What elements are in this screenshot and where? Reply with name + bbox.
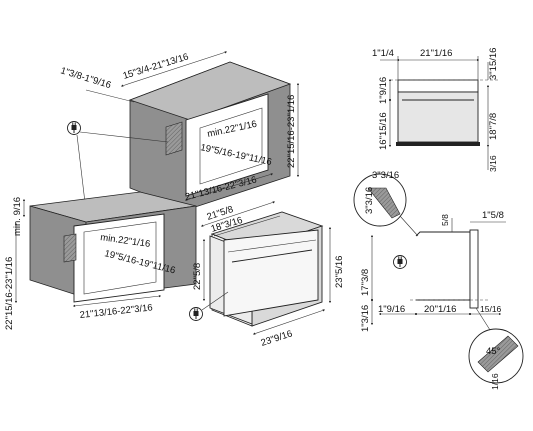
electric-plug-icon: [393, 255, 407, 269]
fv-front-height-label: 16"15/16: [378, 112, 389, 150]
column-niche-opening: [185, 93, 269, 197]
plug-leader-top: [79, 131, 169, 143]
oven-height-left-label: 22"5/8: [192, 263, 203, 290]
counter-vent-area: [63, 233, 77, 263]
counter-niche-inner: [83, 221, 157, 295]
electric-plug-icon: [189, 307, 203, 321]
side-detail-a-label: 3"3/16: [372, 170, 399, 181]
side-top-small-label: 5/8: [440, 214, 450, 226]
counter-niche-opening: [73, 213, 165, 303]
oven-height-right-label: 23"5/16: [334, 256, 345, 288]
oven-control-line: [227, 239, 317, 253]
detail-bottom-part: [477, 335, 519, 373]
side-bottom-left-label: 1"9/16: [378, 304, 405, 315]
side-profile: [415, 231, 471, 301]
fv-left-offset-label: 1"1/4: [372, 48, 394, 59]
side-bottom-height-label: 1"3/16: [360, 305, 371, 332]
oven-handle: [231, 249, 313, 263]
detail-top-part: [367, 187, 401, 219]
oven-depth-line: [252, 309, 326, 335]
fv-total-height-label: 18"7/8: [488, 113, 499, 140]
side-bottom-width-label: 20"1/16: [424, 304, 456, 315]
counter-height-label: 22"15/16-23"1/16: [4, 257, 15, 330]
column-depth-line: [85, 89, 135, 103]
oven-inner-width-line: [213, 215, 281, 237]
column-depth-label: 1"3/8-1"9/16: [59, 65, 112, 91]
column-niche-inner: [199, 107, 263, 185]
electric-plug-icon: [67, 121, 81, 135]
front-view: 1"1/4 21"1/16 3"15/16 1"9/16 16"15/16 18…: [372, 48, 500, 172]
column-niche: 15"3/4-21"13/16 1"3/8-1"9/16 22"15/16-23…: [59, 51, 300, 211]
side-right-offset-label: 1"5/8: [482, 210, 504, 221]
front-view-base: [396, 142, 480, 146]
plug-leader-oven: [201, 291, 229, 311]
oven-width-line: [200, 201, 276, 227]
counter-min-gap-label: min. 9/16: [12, 197, 23, 236]
column-width-label: 15"3/4-21"13/16: [122, 51, 190, 81]
column-width-line: [120, 51, 228, 87]
side-angle-label: 45°: [486, 346, 501, 357]
oven-door-face: [223, 229, 319, 317]
column-bottom-width-line: [184, 173, 274, 201]
side-corner-offset-label: 1/16: [490, 373, 500, 390]
detail-leader-top: [399, 215, 419, 237]
front-view-body: [397, 91, 479, 143]
fv-handle-height-label: 1"9/16: [378, 77, 389, 104]
side-view: 3"3/16 3"3/16 5/8 1"5/8 17"3/8 1"3/16 1"…: [353, 170, 524, 390]
oven-depth-label: 23"9/16: [260, 328, 294, 348]
fv-bottom-offset-label: 3/16: [488, 155, 498, 172]
under-counter-niche: min. 9/16 22"15/16-23"1/16 min.22"1/16 1…: [4, 191, 197, 330]
counter-bottom-width-line: [72, 294, 162, 308]
side-height-label: 17"3/8: [360, 269, 371, 296]
counter-bottom-width-label: 21"13/16-22"3/16: [79, 302, 153, 321]
side-door-panel: [469, 229, 479, 309]
column-height-label: 22"15/16-23"1/16: [286, 95, 297, 168]
detail-leader-bottom: [475, 307, 491, 331]
oven-3d-view: 21"5/8 18"3/16 22"5/8 23"5/16 23"9/16: [192, 201, 345, 349]
column-vent-area: [165, 121, 183, 156]
side-bottom-right-label: 15/16: [480, 304, 502, 314]
fv-right-offset-label: 3"15/16: [488, 48, 499, 80]
fv-width-label: 21"1/16: [420, 48, 452, 59]
side-detail-b-label: 3"3/16: [364, 187, 375, 214]
front-view-top-band: [397, 79, 479, 93]
